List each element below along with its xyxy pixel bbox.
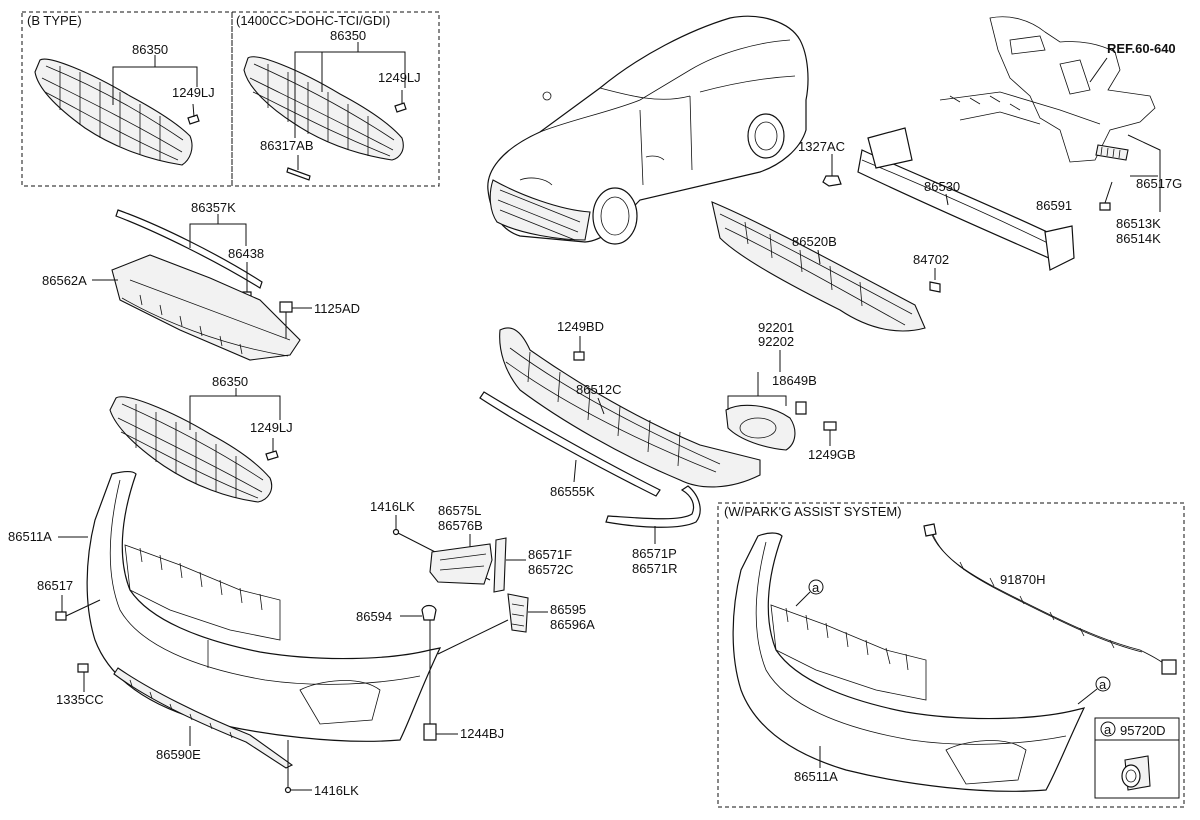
label-1249lj-main: 1249LJ — [250, 420, 293, 435]
label-86595: 86595 — [550, 602, 586, 617]
label-86511a: 86511A — [8, 529, 52, 544]
label-86517: 86517 — [37, 578, 73, 593]
label-86576b: 86576B — [438, 518, 483, 533]
bolt-1125ad[interactable] — [279, 301, 293, 338]
tow-cap-86517[interactable] — [55, 611, 67, 621]
label-86575l: 86575L — [438, 503, 481, 518]
label-86350-dohc: 86350 — [330, 28, 366, 43]
bolt-1249lj-main[interactable] — [265, 438, 279, 461]
screw-86591[interactable] — [1099, 181, 1113, 211]
label-86555k: 86555K — [550, 484, 595, 499]
label-86350-btype: 86350 — [132, 42, 168, 57]
grille-b-type[interactable] — [34, 58, 193, 166]
lip-86590e[interactable] — [113, 667, 294, 769]
lower-grille-86512c[interactable] — [499, 327, 761, 488]
label-1244bj: 1244BJ — [460, 726, 504, 741]
bolt-1249bd[interactable] — [573, 351, 585, 361]
label-86572c: 86572C — [528, 562, 574, 577]
sensor-marker-a1: a — [808, 579, 824, 595]
bolt-1249gb[interactable] — [823, 421, 837, 431]
tow-cover-86517g[interactable] — [1095, 144, 1129, 161]
front-bumper-86511a[interactable] — [86, 471, 442, 742]
dohc-box: (1400CC>DOHC-TCI/GDI) — [231, 11, 440, 187]
label-86514k: 86514K — [1116, 231, 1161, 246]
label-1335cc: 1335CC — [56, 692, 104, 707]
label-1416lk-bottom: 1416LK — [314, 783, 359, 798]
label-1249lj-dohc: 1249LJ — [378, 70, 421, 85]
label-86513k: 86513K — [1116, 216, 1161, 231]
marker-a1: a — [812, 580, 820, 595]
cover-86562a[interactable] — [111, 254, 301, 361]
bumper-beam-86530[interactable] — [857, 127, 1075, 271]
front-structure-ref — [939, 16, 1156, 163]
marker-a2: a — [1099, 677, 1107, 692]
label-86596a: 86596A — [550, 617, 595, 632]
label-1249lj-btype: 1249LJ — [172, 85, 215, 100]
label-86512c: 86512C — [576, 382, 622, 397]
parking-assist-box: (W/PARK'G ASSIST SYSTEM) — [717, 502, 1185, 808]
bulb-18649b[interactable] — [795, 401, 807, 415]
label-86438: 86438 — [228, 246, 264, 261]
label-86594: 86594 — [356, 609, 392, 624]
label-86357k: 86357K — [191, 200, 236, 215]
label-86517g: 86517G — [1136, 176, 1182, 191]
label-92202: 92202 — [758, 334, 794, 349]
ref-60-640: REF.60-640 — [1107, 41, 1176, 56]
bracket-86575l[interactable] — [429, 543, 493, 585]
label-86562a: 86562A — [42, 273, 87, 288]
label-95720d: 95720D — [1120, 723, 1166, 738]
grille-main-86350[interactable] — [109, 396, 273, 503]
label-86530: 86530 — [924, 179, 960, 194]
wiring-91870h[interactable] — [923, 523, 1177, 675]
parking-assist-title: (W/PARK'G ASSIST SYSTEM) — [724, 504, 902, 519]
front-bumper-parking-86511a[interactable] — [732, 532, 1086, 792]
fog-lamp-92201[interactable] — [725, 404, 796, 451]
label-86350-main: 86350 — [212, 374, 248, 389]
trim-strip-86357k[interactable] — [115, 209, 263, 289]
label-1327ac: 1327AC — [798, 139, 845, 154]
energy-absorber-86520b[interactable] — [711, 201, 926, 332]
label-1416lk-top: 1416LK — [370, 499, 415, 514]
label-91870h: 91870H — [1000, 572, 1046, 587]
clip-1416lk-bottom[interactable] — [284, 786, 292, 794]
label-84702: 84702 — [913, 252, 949, 267]
car-illustration — [487, 15, 809, 245]
label-86520b: 86520B — [792, 234, 837, 249]
label-86571p: 86571P — [632, 546, 677, 561]
label-1125ad: 1125AD — [314, 301, 360, 316]
label-86511a-park: 86511A — [794, 769, 838, 784]
sensor-marker-a2: a — [1095, 676, 1111, 692]
dohc-title: (1400CC>DOHC-TCI/GDI) — [236, 13, 390, 28]
bolt-1244bj[interactable] — [423, 712, 437, 741]
label-86591: 86591 — [1036, 198, 1072, 213]
bolt-1249lj-dohc[interactable] — [394, 90, 407, 113]
sensor-inset-95720d: a 95720D — [1094, 717, 1180, 799]
label-86590e: 86590E — [156, 747, 201, 762]
clip-86594[interactable] — [421, 604, 437, 621]
bracket-86571f[interactable] — [493, 537, 507, 593]
label-86317ab: 86317AB — [260, 138, 314, 153]
nut-1327ac[interactable] — [822, 175, 842, 187]
molding-86555k[interactable] — [479, 391, 661, 497]
label-92201: 92201 — [758, 320, 794, 335]
b-type-title: (B TYPE) — [27, 13, 82, 28]
emblem-86317ab[interactable] — [286, 155, 311, 181]
bracket-86595[interactable] — [507, 593, 529, 633]
label-86571r: 86571R — [632, 561, 678, 576]
marker-a-inset: a — [1104, 722, 1112, 737]
parking-sensor-95720d[interactable] — [1121, 755, 1151, 791]
label-86571f: 86571F — [528, 547, 572, 562]
grille-dohc[interactable] — [243, 56, 404, 161]
label-18649b: 18649B — [772, 373, 817, 388]
label-1249bd: 1249BD — [557, 319, 604, 334]
garnish-86571p[interactable] — [605, 485, 701, 528]
clip-84702[interactable] — [929, 281, 941, 293]
label-1249gb: 1249GB — [808, 447, 856, 462]
clip-1335cc[interactable] — [77, 663, 89, 673]
bolt-1249lj-btype[interactable] — [187, 103, 200, 125]
clip-1416lk-top[interactable] — [392, 528, 400, 536]
